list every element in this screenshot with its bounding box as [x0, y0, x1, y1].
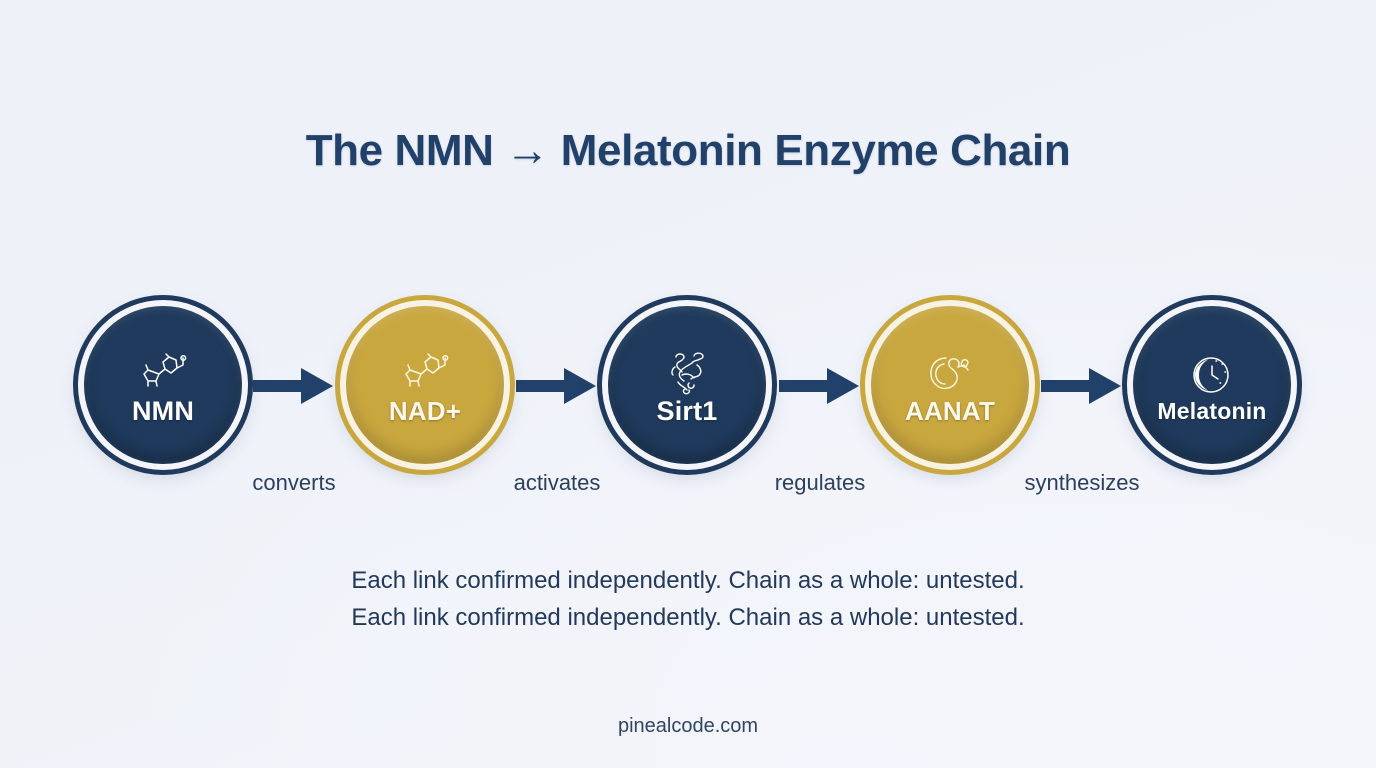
node-content: Melatonin — [1127, 300, 1297, 470]
arrow-right-icon-1 — [253, 366, 335, 406]
chain-node-nad[interactable]: NAD+ — [340, 300, 510, 470]
chain-node-aanat[interactable]: AANAT — [865, 300, 1035, 470]
chain-node-sirt1[interactable]: Sirt1 — [602, 300, 772, 470]
connector-label-activates: activates — [513, 470, 601, 495]
node-label: NMN — [131, 395, 195, 426]
node-label: NAD+ — [388, 396, 462, 426]
protein-icon — [663, 350, 711, 396]
arrow-right-icon-2 — [516, 366, 598, 406]
caption-line-1: Each link confirmed independently. Chain… — [351, 567, 1025, 594]
node-ring — [865, 300, 1035, 470]
node-label: Melatonin — [1157, 397, 1267, 424]
enzyme-icon — [926, 350, 974, 396]
node-ring — [1127, 300, 1297, 470]
node-content: Sirt1 — [602, 300, 772, 470]
node-ring — [340, 300, 510, 470]
node-label: AANAT — [904, 396, 996, 426]
chain-node-nmn[interactable]: NMN — [78, 300, 248, 470]
molecule-icon — [136, 350, 190, 396]
moon-clock-icon — [1189, 352, 1235, 398]
molecule-icon — [398, 350, 452, 396]
page-title: The NMN → Melatonin Enzyme Chain — [305, 126, 1071, 175]
arrow-right-icon-4 — [1041, 366, 1123, 406]
connector-label-converts: converts — [252, 470, 336, 495]
connector-label-regulates: regulates — [774, 470, 866, 495]
node-content: NMN — [78, 300, 248, 470]
node-ring — [78, 300, 248, 470]
chain-node-melatonin[interactable]: Melatonin — [1127, 300, 1297, 470]
caption-line-2: Each link confirmed independently. Chain… — [351, 604, 1025, 631]
caption-block: Each link confirmed independently. Chain… — [0, 562, 1376, 636]
node-ring — [602, 300, 772, 470]
connector-label-synthesizes: synthesizes — [1024, 470, 1140, 495]
footer-site: pinealcode.com — [617, 715, 759, 737]
node-content: NAD+ — [340, 300, 510, 470]
arrow-right-icon-3 — [779, 366, 861, 406]
node-content: AANAT — [865, 300, 1035, 470]
node-label: Sirt1 — [656, 395, 718, 426]
